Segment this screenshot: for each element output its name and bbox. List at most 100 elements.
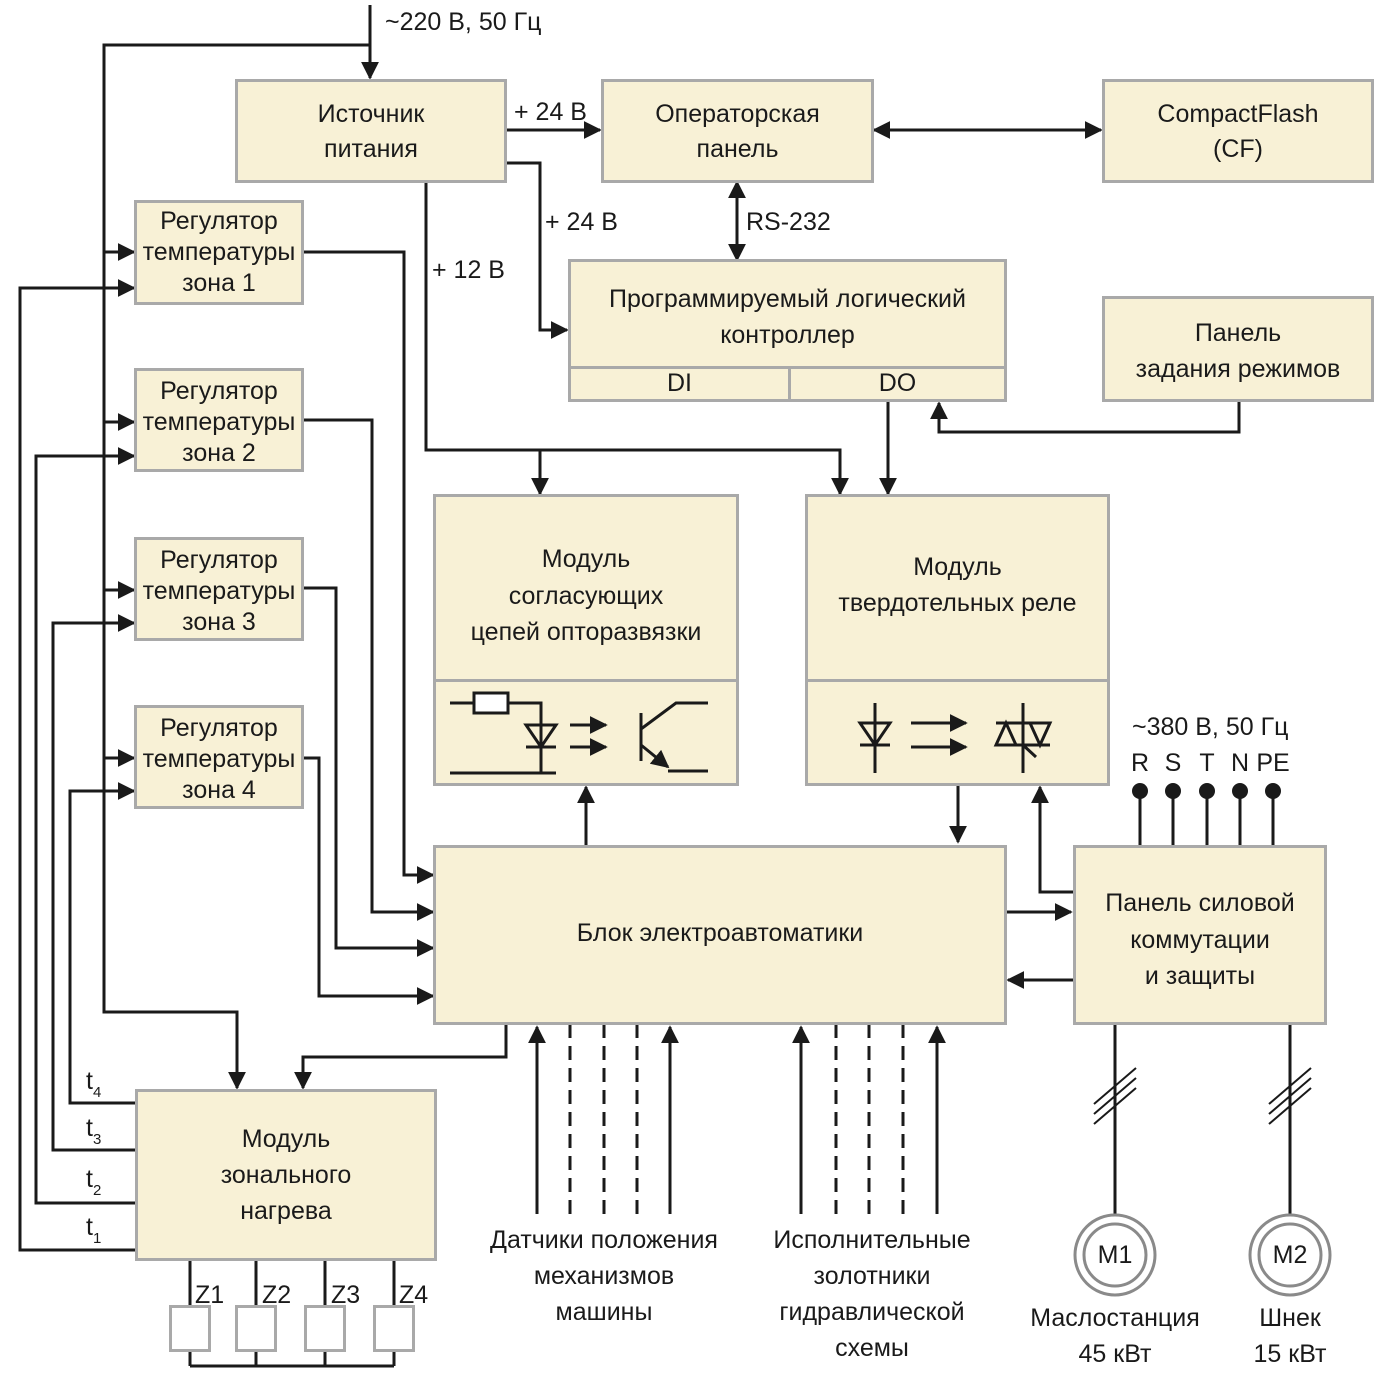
motor-m1-power: 45 кВт: [1078, 1340, 1152, 1368]
motor-m1-id: M1: [1097, 1241, 1133, 1269]
t2-label: t2: [86, 1164, 102, 1199]
regulator-zone: зона 1: [182, 269, 256, 297]
power-label-1: Панель силовой: [1105, 889, 1295, 917]
t3-subscript: 3: [92, 1131, 102, 1148]
t1-label: t1: [86, 1212, 102, 1247]
regulator-subtitle: температуры: [142, 238, 296, 266]
zone-heat-label-3: нагрева: [240, 1197, 332, 1225]
operator-label-2: панель: [696, 135, 779, 163]
ssr-symbol: [857, 703, 1053, 773]
regulator-zone-3: Регулятор температуры зона 3: [134, 537, 304, 641]
supply-380-label: ~380 В, 50 Гц: [1132, 713, 1289, 741]
wire-reg1-out: [304, 250, 435, 884]
compactflash-block: CompactFlash (CF): [1102, 79, 1374, 183]
wire-power-ssr: [1031, 785, 1073, 894]
v24-operator-label: + 24 В: [514, 98, 587, 126]
wire-220-distribution: [102, 43, 370, 1090]
v24-plc-label: + 24 В: [545, 208, 618, 236]
t3-label: t3: [86, 1113, 102, 1148]
zone-z3-label: Z3: [331, 1281, 361, 1309]
wire-t3: [51, 614, 136, 1152]
regulator-zone-1: Регулятор температуры зона 1: [134, 200, 304, 305]
cf-label-1: CompactFlash: [1157, 100, 1319, 128]
motor-m2-power: 15 кВт: [1253, 1340, 1327, 1368]
wire-12v: [424, 182, 849, 496]
plc-label-2: контроллер: [720, 321, 855, 349]
phase-r-label: R: [1130, 749, 1150, 777]
motor-m2-name: Шнек: [1259, 1304, 1321, 1332]
solid-state-relay-module: Модуль твердотельных реле: [805, 494, 1110, 786]
phase-n-label: N: [1230, 749, 1250, 777]
regulator-zone: зона 4: [182, 776, 256, 804]
cf-label-2: (CF): [1213, 135, 1263, 163]
optocoupler-symbol: [450, 691, 708, 775]
zone-heat-label-2: зонального: [220, 1161, 352, 1189]
regulator-title: Регулятор: [160, 377, 278, 405]
plc-label-1: Программируемый логический: [608, 285, 966, 313]
zone-z2-label: Z2: [262, 1281, 292, 1309]
t1-letter: t: [86, 1213, 93, 1241]
motor-m1-symbol: [1073, 1213, 1157, 1297]
power-switching-panel: Панель силовой коммутации и защиты: [1073, 845, 1327, 1025]
opto-label-1: Модуль: [541, 545, 631, 573]
wire-reg3-out: [304, 586, 435, 957]
plc-do-label: DO: [878, 369, 917, 397]
opto-label-2: согласующих: [508, 582, 664, 610]
heater-element-z4: [373, 1305, 415, 1352]
regulator-title: Регулятор: [160, 714, 278, 742]
t4-letter: t: [86, 1067, 93, 1095]
psu-label-2: питания: [324, 135, 418, 163]
three-phase-ticks: [1093, 1067, 1312, 1125]
heater-element-z3: [304, 1305, 346, 1352]
mode-panel-block: Панель задания режимов: [1102, 296, 1374, 402]
plc-di-label: DI: [667, 369, 692, 397]
zone-heating-module: Модуль зонального нагрева: [135, 1089, 437, 1261]
t4-subscript: 4: [92, 1084, 102, 1101]
plc-io-split: [788, 366, 791, 399]
phase-pe-label: PE: [1256, 749, 1290, 777]
motor-m1-name: Маслостанция: [1030, 1304, 1200, 1332]
wire-electro-zone: [294, 1024, 508, 1090]
psu-label-1: Источник: [317, 100, 425, 128]
operator-label-1: Операторская: [655, 100, 820, 128]
plc-block: Программируемый логический контроллер DI…: [568, 259, 1007, 402]
valves-caption-4: схемы: [835, 1334, 909, 1362]
ssr-divider: [808, 679, 1107, 682]
phase-t-label: T: [1199, 749, 1215, 777]
ssr-label-1: Модуль: [913, 553, 1002, 581]
t1-subscript: 1: [92, 1230, 102, 1247]
opto-isolation-module: Модуль согласующих цепей опторазвязки: [433, 494, 739, 786]
regulator-zone: зона 2: [182, 439, 256, 467]
rs232-label: RS-232: [746, 208, 831, 236]
sensors-caption-1: Датчики положения: [490, 1226, 718, 1254]
terminal-dots: [1132, 783, 1281, 799]
phase-s-label: S: [1164, 749, 1182, 777]
ssr-label-2: твердотельных реле: [838, 589, 1077, 617]
valves-caption-3: гидравлической: [779, 1298, 965, 1326]
opto-divider: [436, 679, 736, 682]
v12-label: + 12 В: [432, 256, 505, 284]
regulator-subtitle: температуры: [142, 577, 296, 605]
t2-subscript: 2: [92, 1182, 102, 1199]
power-label-3: и защиты: [1144, 962, 1256, 990]
sensors-caption-3: машины: [555, 1298, 653, 1326]
regulator-title: Регулятор: [160, 207, 278, 235]
regulator-subtitle: температуры: [142, 745, 296, 773]
wire-t1: [18, 279, 136, 1252]
regulator-zone: зона 3: [182, 608, 256, 636]
power-supply-block: Источник питания: [235, 79, 507, 183]
heater-element-z2: [235, 1305, 277, 1352]
motor-m2-id: M2: [1272, 1241, 1308, 1269]
dashed-wires: [568, 1024, 905, 1214]
sensors-caption-2: механизмов: [533, 1262, 675, 1290]
wire-24v-plc: [506, 161, 569, 339]
zone-z1-label: Z1: [195, 1281, 225, 1309]
zone-heat-label-1: Модуль: [241, 1125, 331, 1153]
motor-m2-symbol: [1248, 1213, 1332, 1297]
wire-mode-di: [930, 400, 1241, 434]
supply-220-label: ~220 В, 50 Гц: [385, 8, 542, 36]
electro-label: Блок электроавтоматики: [576, 919, 864, 947]
heater-element-z1: [169, 1305, 211, 1352]
electroautomatics-block: Блок электроавтоматики: [433, 845, 1007, 1025]
regulator-subtitle: температуры: [142, 408, 296, 436]
